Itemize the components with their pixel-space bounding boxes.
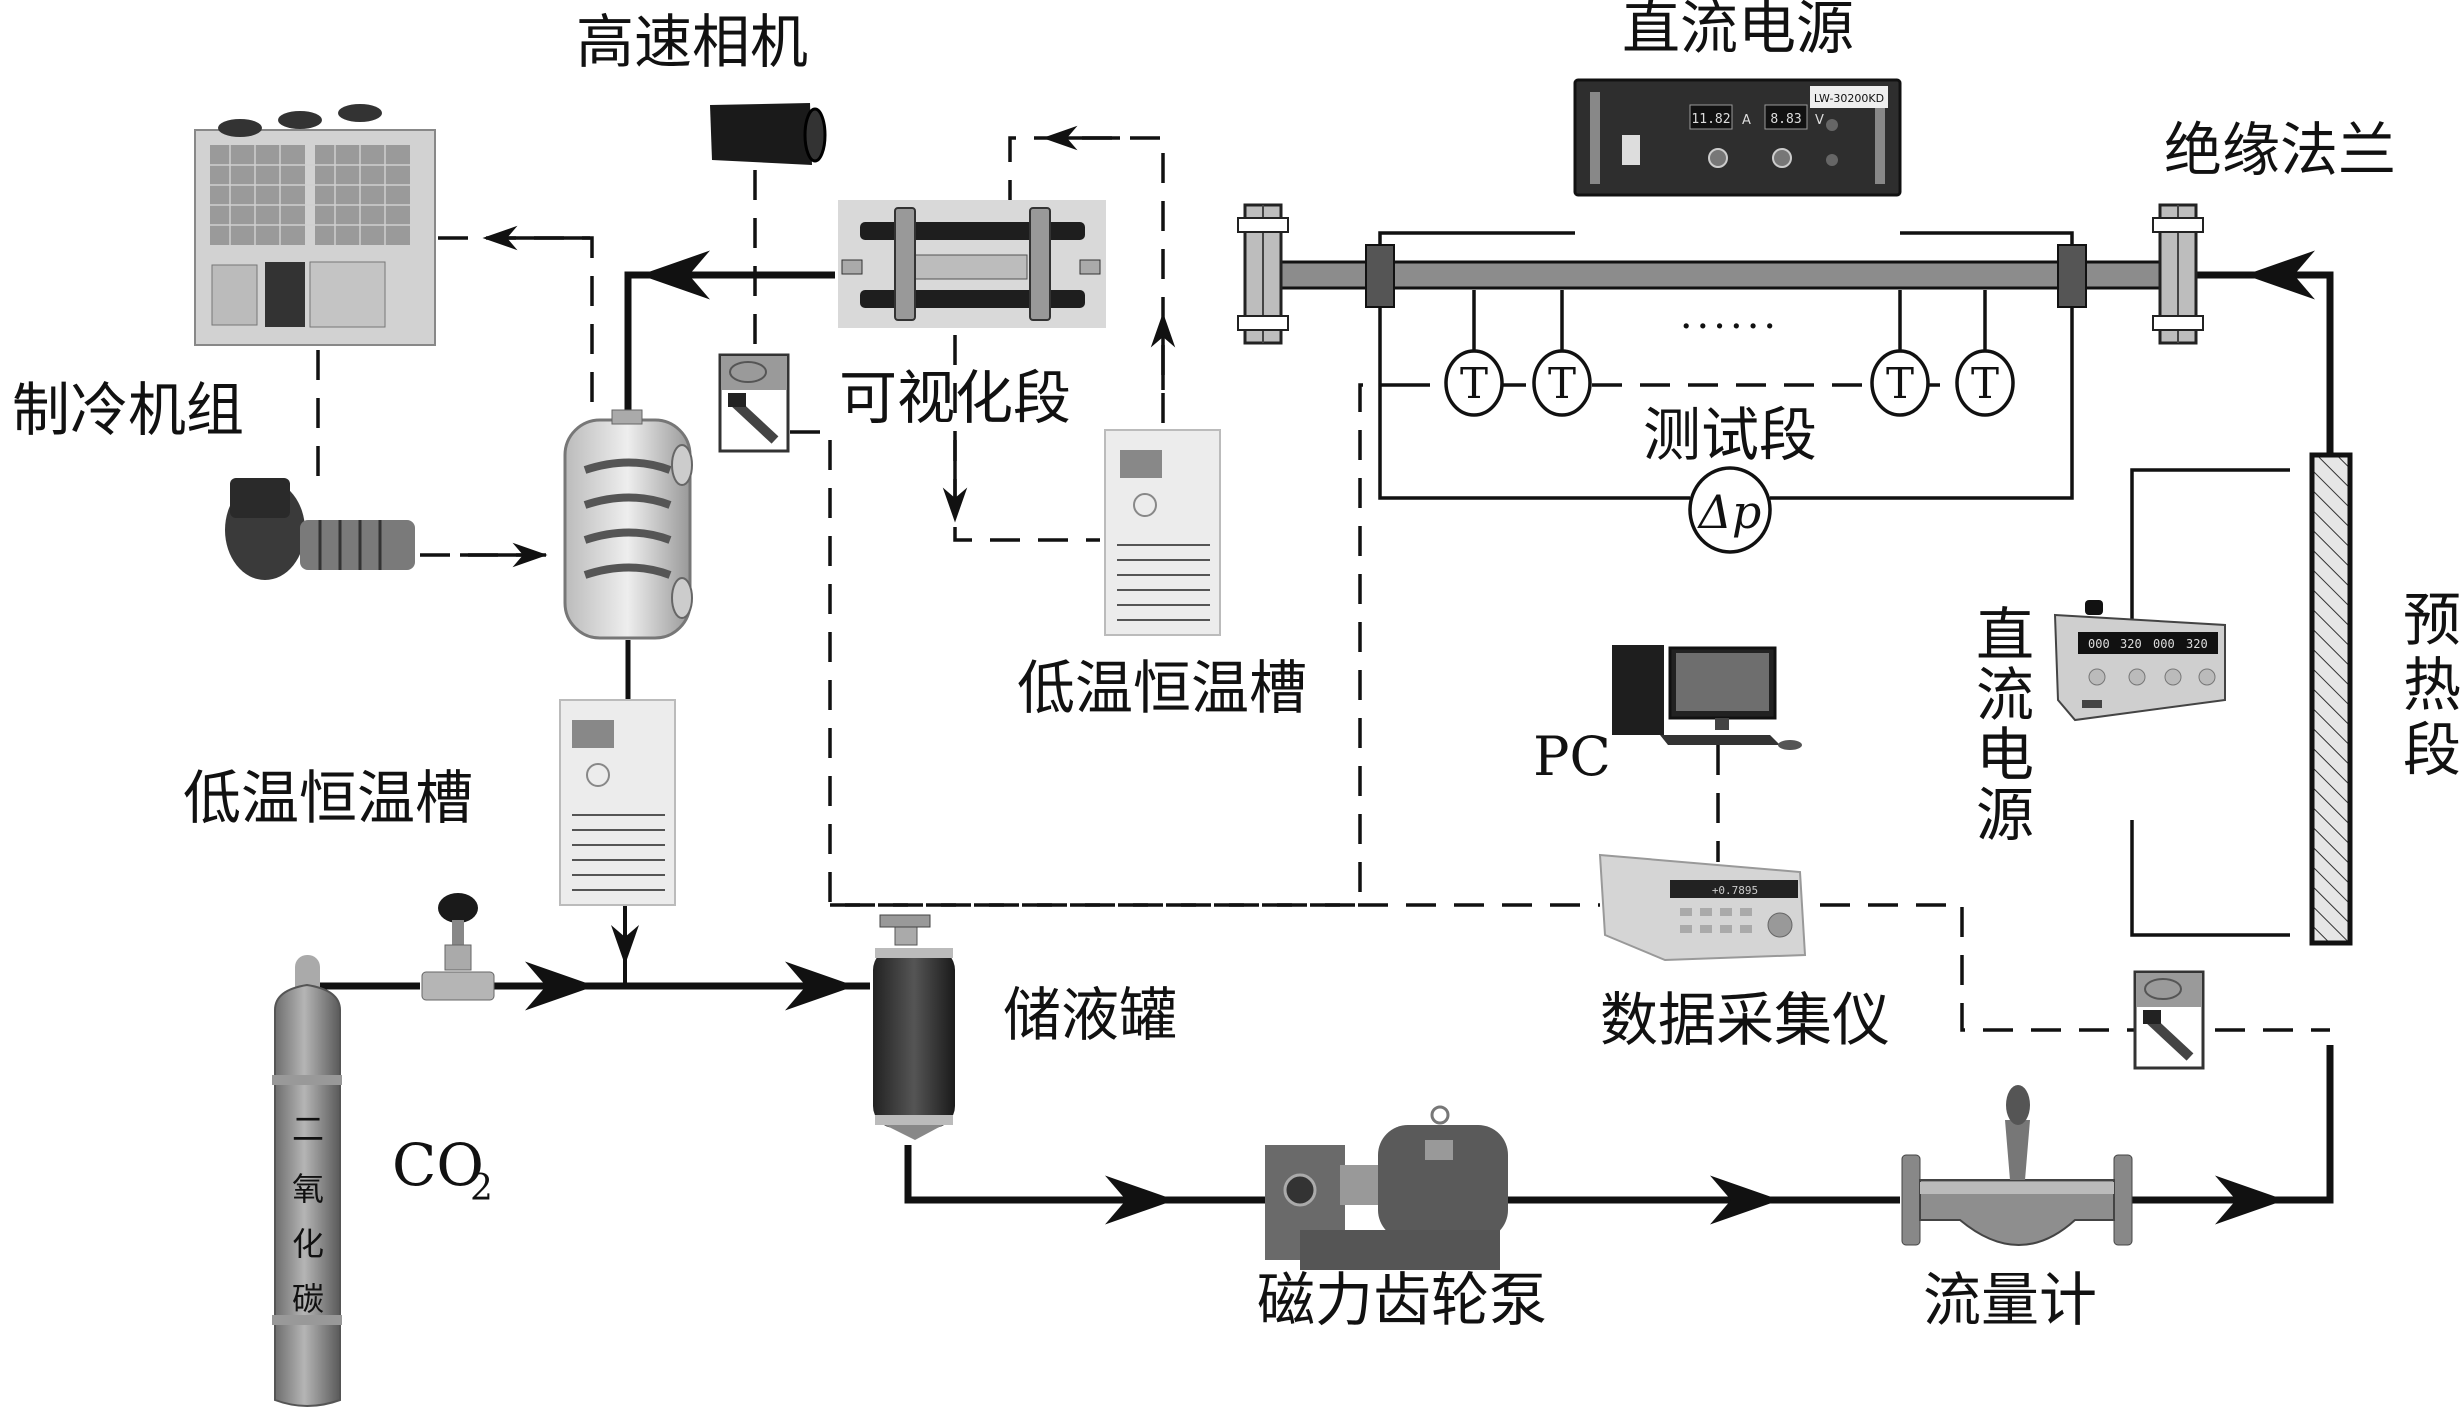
insulating-flange-left — [1237, 203, 1289, 345]
label-dc-power-top: 直流电源 — [1622, 0, 1854, 62]
pipe-visual-to-hx — [624, 271, 835, 420]
thermocouple-2: T — [1532, 349, 1592, 417]
refrigerant-pump-device — [225, 478, 415, 580]
coriolis-flow-meter — [1901, 1085, 2133, 1246]
wire-dc-left — [1378, 231, 1575, 258]
label-cryostat-left: 低温恒温槽 — [183, 764, 473, 832]
pressure-sensor-1 — [718, 353, 790, 453]
pipe-reservoir-to-pump — [904, 1145, 1265, 1204]
preheat-section-heater — [2309, 452, 2353, 946]
label-preheat-section: 预 热 段 — [2403, 586, 2461, 784]
cryostat-upper-device — [1104, 429, 1221, 636]
dc-top-indicator-1 — [1826, 119, 1838, 131]
svg-text:T: T — [1971, 359, 1999, 408]
cryostat-left-device — [559, 699, 676, 906]
label-cryostat-upper: 低温恒温槽 — [1017, 654, 1307, 722]
liquid-reservoir — [873, 914, 955, 1140]
label-visualization-section: 可视化段 — [839, 364, 1071, 432]
svg-text:T: T — [1548, 359, 1576, 408]
label-preheat-char-3: 段 — [2403, 716, 2461, 784]
electrode-left — [1365, 244, 1395, 308]
svg-text:T: T — [1460, 359, 1488, 408]
wire-dp-right — [1770, 305, 2074, 500]
thermocouple-4: T — [1955, 349, 2015, 417]
insulating-flange-right — [2152, 203, 2204, 345]
labels-layer: 高速相机 直流电源 绝缘法兰 制冷机组 可视化段 测试段 低温恒温槽 低温恒温槽… — [12, 0, 2461, 1334]
dc-top-knob-voltage — [1772, 148, 1792, 168]
electrical-wiring — [1378, 231, 2290, 937]
dc-top-current-unit: A — [1742, 113, 1751, 128]
high-speed-camera-device — [710, 103, 827, 165]
cylinder-char-3: 化 — [292, 1225, 324, 1263]
electrode-right — [2057, 244, 2087, 308]
vis-cryostat-supply-line — [953, 335, 1100, 542]
label-gear-pump: 磁力齿轮泵 — [1257, 1266, 1547, 1334]
label-dc-side-char-1: 直 — [1976, 601, 2034, 669]
label-preheat-char-1: 预 — [2403, 586, 2461, 654]
visualization-section-device — [838, 200, 1106, 328]
svg-text:Δp: Δp — [1697, 485, 1762, 539]
needle-valve — [421, 893, 495, 1001]
label-reservoir: 储液罐 — [1003, 981, 1177, 1049]
cylinder-char-2: 氧 — [292, 1170, 324, 1208]
cylinder-char-4: 碳 — [292, 1280, 324, 1318]
dc-top-model: LW-30200KD — [1814, 92, 1884, 105]
dc-side-display-2: 320 — [2120, 637, 2142, 651]
thermocouple-3: T — [1870, 349, 1930, 417]
dc-top-switch — [1622, 135, 1640, 165]
daq-bus-right — [1820, 903, 2140, 1032]
dc-top-current-readout: 11.82 — [1691, 112, 1730, 127]
label-test-section: 测试段 — [1643, 401, 1817, 469]
chiller-return-line — [438, 236, 594, 415]
dc-top-voltage-unit: V — [1815, 113, 1824, 128]
data-acquisition-device: +0.7895 — [1598, 853, 1807, 962]
wire-dc-right — [1900, 231, 2074, 258]
daq-display-readout: +0.7895 — [1712, 884, 1758, 897]
label-flow-meter: 流量计 — [1923, 1266, 2097, 1334]
test-section-tube — [1278, 244, 2167, 308]
dc-side-display-3: 000 — [2153, 637, 2175, 651]
wire-preheat-bottom — [2130, 820, 2290, 937]
label-high-speed-camera: 高速相机 — [576, 8, 808, 76]
label-daq: 数据采集仪 — [1600, 986, 1890, 1054]
magnetic-gear-pump — [1265, 1105, 1508, 1270]
label-co2-subscript: 2 — [470, 1168, 493, 1209]
refrigeration-unit-device — [194, 104, 436, 346]
coil-heat-exchanger — [563, 409, 693, 640]
label-dc-side-char-2: 流 — [1976, 661, 2034, 729]
dc-power-supply-top: LW-30200KD 11.82 A 8.83 V — [1573, 78, 1902, 197]
label-dc-side-char-3: 电 — [1976, 721, 2034, 789]
dc-top-voltage-readout: 8.83 — [1770, 112, 1801, 127]
label-dc-side-char-4: 源 — [1976, 781, 2034, 849]
dc-top-indicator-2 — [1826, 154, 1838, 166]
thermocouple-ellipsis: ······ — [1680, 304, 1780, 350]
differential-pressure-gauge: Δp — [1688, 466, 1772, 554]
cylinder-char-1: 二 — [292, 1110, 324, 1148]
label-pc: PC — [1533, 725, 1611, 788]
label-refrigeration-unit: 制冷机组 — [12, 376, 244, 444]
dc-side-display-4: 320 — [2186, 637, 2208, 651]
label-dc-power-side: 直 流 电 源 — [1976, 601, 2034, 849]
dc-side-display-1: 000 — [2088, 637, 2110, 651]
pressure-sensor-2 — [2133, 970, 2205, 1070]
pc-device — [1612, 645, 1802, 750]
wire-dp-left — [1378, 305, 1690, 500]
label-co2: CO 2 — [392, 1131, 493, 1209]
label-insulating-flange: 绝缘法兰 — [2164, 116, 2396, 184]
dc-power-supply-side: 000 320 000 320 — [2053, 600, 2226, 722]
sensor-to-daq-line — [790, 383, 1400, 907]
label-preheat-char-2: 热 — [2403, 651, 2461, 719]
label-co2-main: CO — [392, 1131, 484, 1199]
svg-text:T: T — [1886, 359, 1914, 408]
dc-top-knob-current — [1708, 148, 1728, 168]
co2-cylinder: 二 氧 化 碳 — [272, 955, 342, 1407]
signal-lines — [316, 125, 2330, 1032]
thermocouple-1: T — [1444, 349, 1504, 417]
